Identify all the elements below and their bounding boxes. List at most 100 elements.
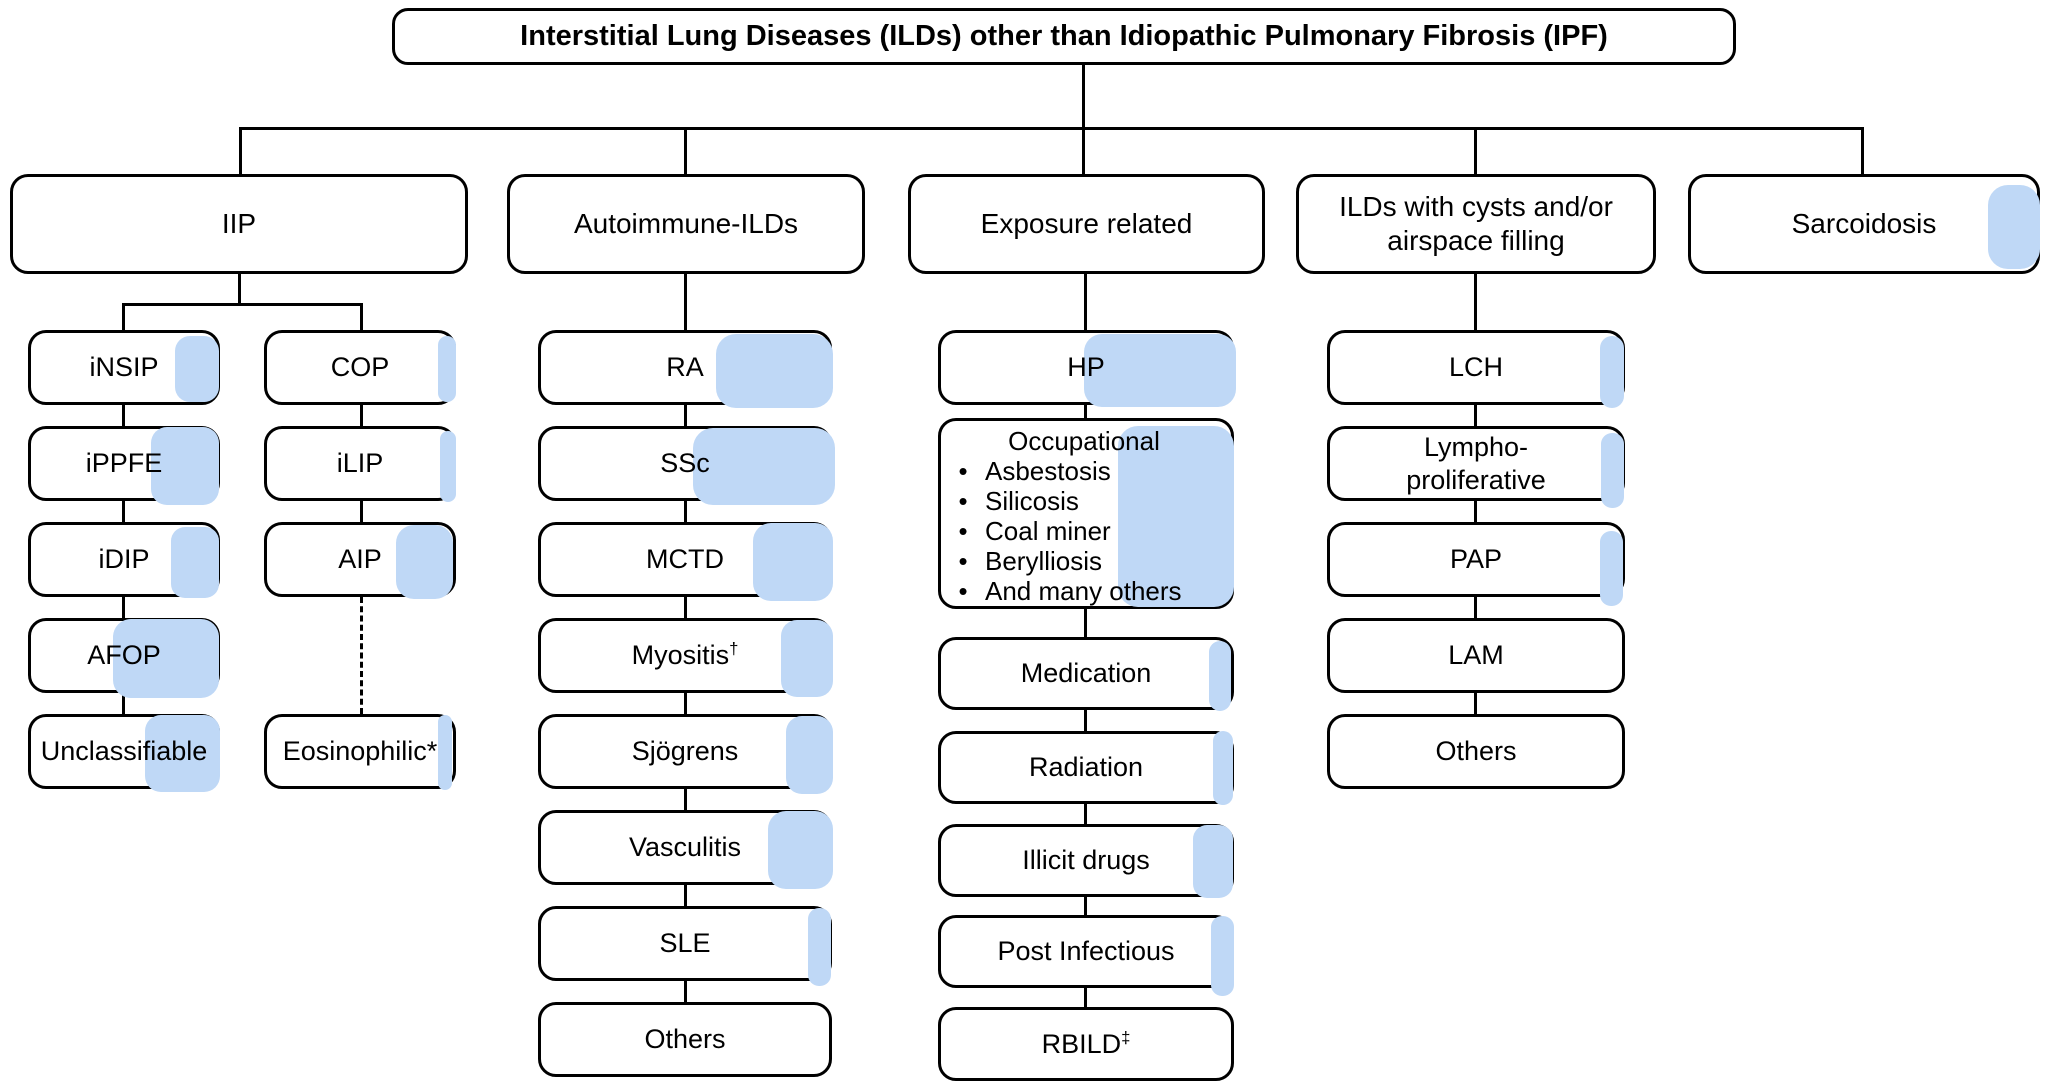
node-rbild: RBILD‡ bbox=[938, 1007, 1234, 1081]
connector-line bbox=[684, 274, 687, 330]
node-lymphoproliferative-label: Lympho- proliferative bbox=[1406, 431, 1546, 495]
node-lymphoproliferative: Lympho- proliferative bbox=[1327, 426, 1625, 508]
highlight-mark bbox=[1211, 916, 1234, 996]
node-rbild-label: RBILD‡ bbox=[1036, 1028, 1137, 1061]
occupational-bullet-item: •Silicosis bbox=[941, 486, 1227, 516]
connector-line bbox=[360, 405, 363, 426]
node-autoimmune-others-label: Others bbox=[644, 1024, 726, 1055]
node-idip-label: iDIP bbox=[98, 544, 150, 575]
connector-line bbox=[122, 405, 125, 426]
node-autoimmune-ilds: Autoimmune-ILDs bbox=[507, 174, 865, 274]
node-lch: LCH bbox=[1327, 330, 1625, 408]
highlight-mark bbox=[1084, 334, 1236, 407]
node-exposure-related: Exposure related bbox=[908, 174, 1265, 274]
node-autoimmune-others: Others bbox=[538, 1002, 832, 1077]
highlight-mark bbox=[438, 336, 456, 402]
highlight-mark bbox=[753, 523, 833, 601]
node-lam: LAM bbox=[1327, 618, 1625, 693]
connector-line bbox=[360, 501, 363, 522]
node-autoimmune-label: Autoimmune-ILDs bbox=[573, 207, 799, 239]
node-ippfe: iPPFE bbox=[28, 426, 220, 505]
node-cysts-label: ILDs with cysts and/or airspace filling bbox=[1339, 190, 1613, 256]
node-insip: iNSIP bbox=[28, 330, 220, 405]
node-ssc-label: SSc bbox=[660, 448, 710, 479]
connector-line bbox=[1084, 274, 1087, 330]
connector-line bbox=[684, 501, 687, 522]
node-sle: SLE bbox=[538, 906, 832, 986]
connector-line bbox=[122, 303, 125, 330]
node-ra-label: RA bbox=[666, 352, 704, 383]
highlight-mark bbox=[716, 334, 833, 408]
bullet-text: Coal miner bbox=[985, 516, 1111, 546]
node-medication: Medication bbox=[938, 637, 1234, 711]
occupational-heading: Occupational bbox=[1008, 426, 1160, 456]
node-pap: PAP bbox=[1327, 522, 1625, 606]
connector-line bbox=[1474, 597, 1477, 618]
node-insip-label: iNSIP bbox=[89, 352, 159, 383]
highlight-mark bbox=[786, 716, 833, 794]
bullet-text: And many others bbox=[985, 576, 1182, 606]
node-radiation-label: Radiation bbox=[1028, 752, 1144, 783]
node-aip-label: AIP bbox=[338, 544, 382, 575]
node-radiation: Radiation bbox=[938, 731, 1234, 805]
bullet-text: Silicosis bbox=[985, 486, 1079, 516]
connector-line bbox=[684, 405, 687, 426]
connector-line bbox=[122, 693, 125, 714]
connector-line bbox=[684, 981, 687, 1002]
connector-line bbox=[1474, 274, 1477, 330]
node-cysts-others: Others bbox=[1327, 714, 1625, 789]
connector-line bbox=[1474, 405, 1477, 426]
connector-line bbox=[1084, 988, 1087, 1007]
node-sarcoidosis-label: Sarcoidosis bbox=[1791, 207, 1937, 239]
node-eosinophilic-label: Eosinophilic* bbox=[282, 736, 438, 767]
node-myositis: Myositis† bbox=[538, 618, 833, 697]
connector-line bbox=[360, 303, 363, 330]
bullet-icon: • bbox=[958, 516, 968, 546]
connector-line bbox=[122, 597, 125, 618]
node-post-infectious: Post Infectious bbox=[938, 915, 1234, 996]
node-ilip: iLIP bbox=[264, 426, 456, 502]
node-illicit-drugs-label: Illicit drugs bbox=[1022, 845, 1150, 876]
highlight-mark bbox=[781, 620, 833, 697]
connector-line bbox=[1474, 693, 1477, 714]
connector-line bbox=[1084, 609, 1087, 637]
node-mctd-label: MCTD bbox=[646, 544, 724, 575]
node-afop-label: AFOP bbox=[87, 640, 161, 671]
connector-line bbox=[1084, 804, 1087, 824]
occupational-bullet-item: •And many others bbox=[941, 576, 1227, 606]
bullet-text: Berylliosis bbox=[985, 546, 1103, 576]
connector-line bbox=[238, 274, 241, 303]
node-cop: COP bbox=[264, 330, 456, 405]
node-aip: AIP bbox=[264, 522, 456, 599]
node-cysts-others-label: Others bbox=[1435, 736, 1517, 767]
occupational-bullet-item: • Coal miner bbox=[941, 516, 1227, 546]
connector-line bbox=[239, 127, 1864, 130]
node-vasculitis: Vasculitis bbox=[538, 810, 833, 889]
node-lam-label: LAM bbox=[1448, 640, 1504, 671]
highlight-mark bbox=[145, 715, 220, 792]
node-sjogrens: Sjögrens bbox=[538, 714, 833, 794]
highlight-mark bbox=[1988, 185, 2040, 269]
connector-line bbox=[684, 127, 687, 174]
highlight-mark bbox=[396, 525, 453, 599]
bullet-icon: • bbox=[958, 546, 968, 576]
node-iip-label: IIP bbox=[221, 207, 257, 239]
node-sle-label: SLE bbox=[659, 928, 711, 959]
highlight-mark bbox=[1600, 336, 1624, 408]
node-sarcoidosis: Sarcoidosis bbox=[1688, 174, 2040, 274]
node-vasculitis-label: Vasculitis bbox=[628, 832, 742, 863]
highlight-mark bbox=[1601, 433, 1624, 508]
node-cop-label: COP bbox=[330, 352, 390, 383]
highlight-mark bbox=[808, 908, 831, 986]
highlight-mark bbox=[693, 428, 835, 505]
highlight-mark bbox=[1118, 426, 1234, 607]
connector-line bbox=[1084, 405, 1087, 418]
highlight-mark bbox=[1209, 641, 1231, 711]
connector-line bbox=[684, 789, 687, 810]
node-ssc: SSc bbox=[538, 426, 835, 505]
connector-line bbox=[1084, 897, 1087, 915]
highlight-mark bbox=[113, 619, 219, 698]
highlight-mark bbox=[1213, 731, 1233, 805]
highlight-mark bbox=[768, 811, 833, 889]
